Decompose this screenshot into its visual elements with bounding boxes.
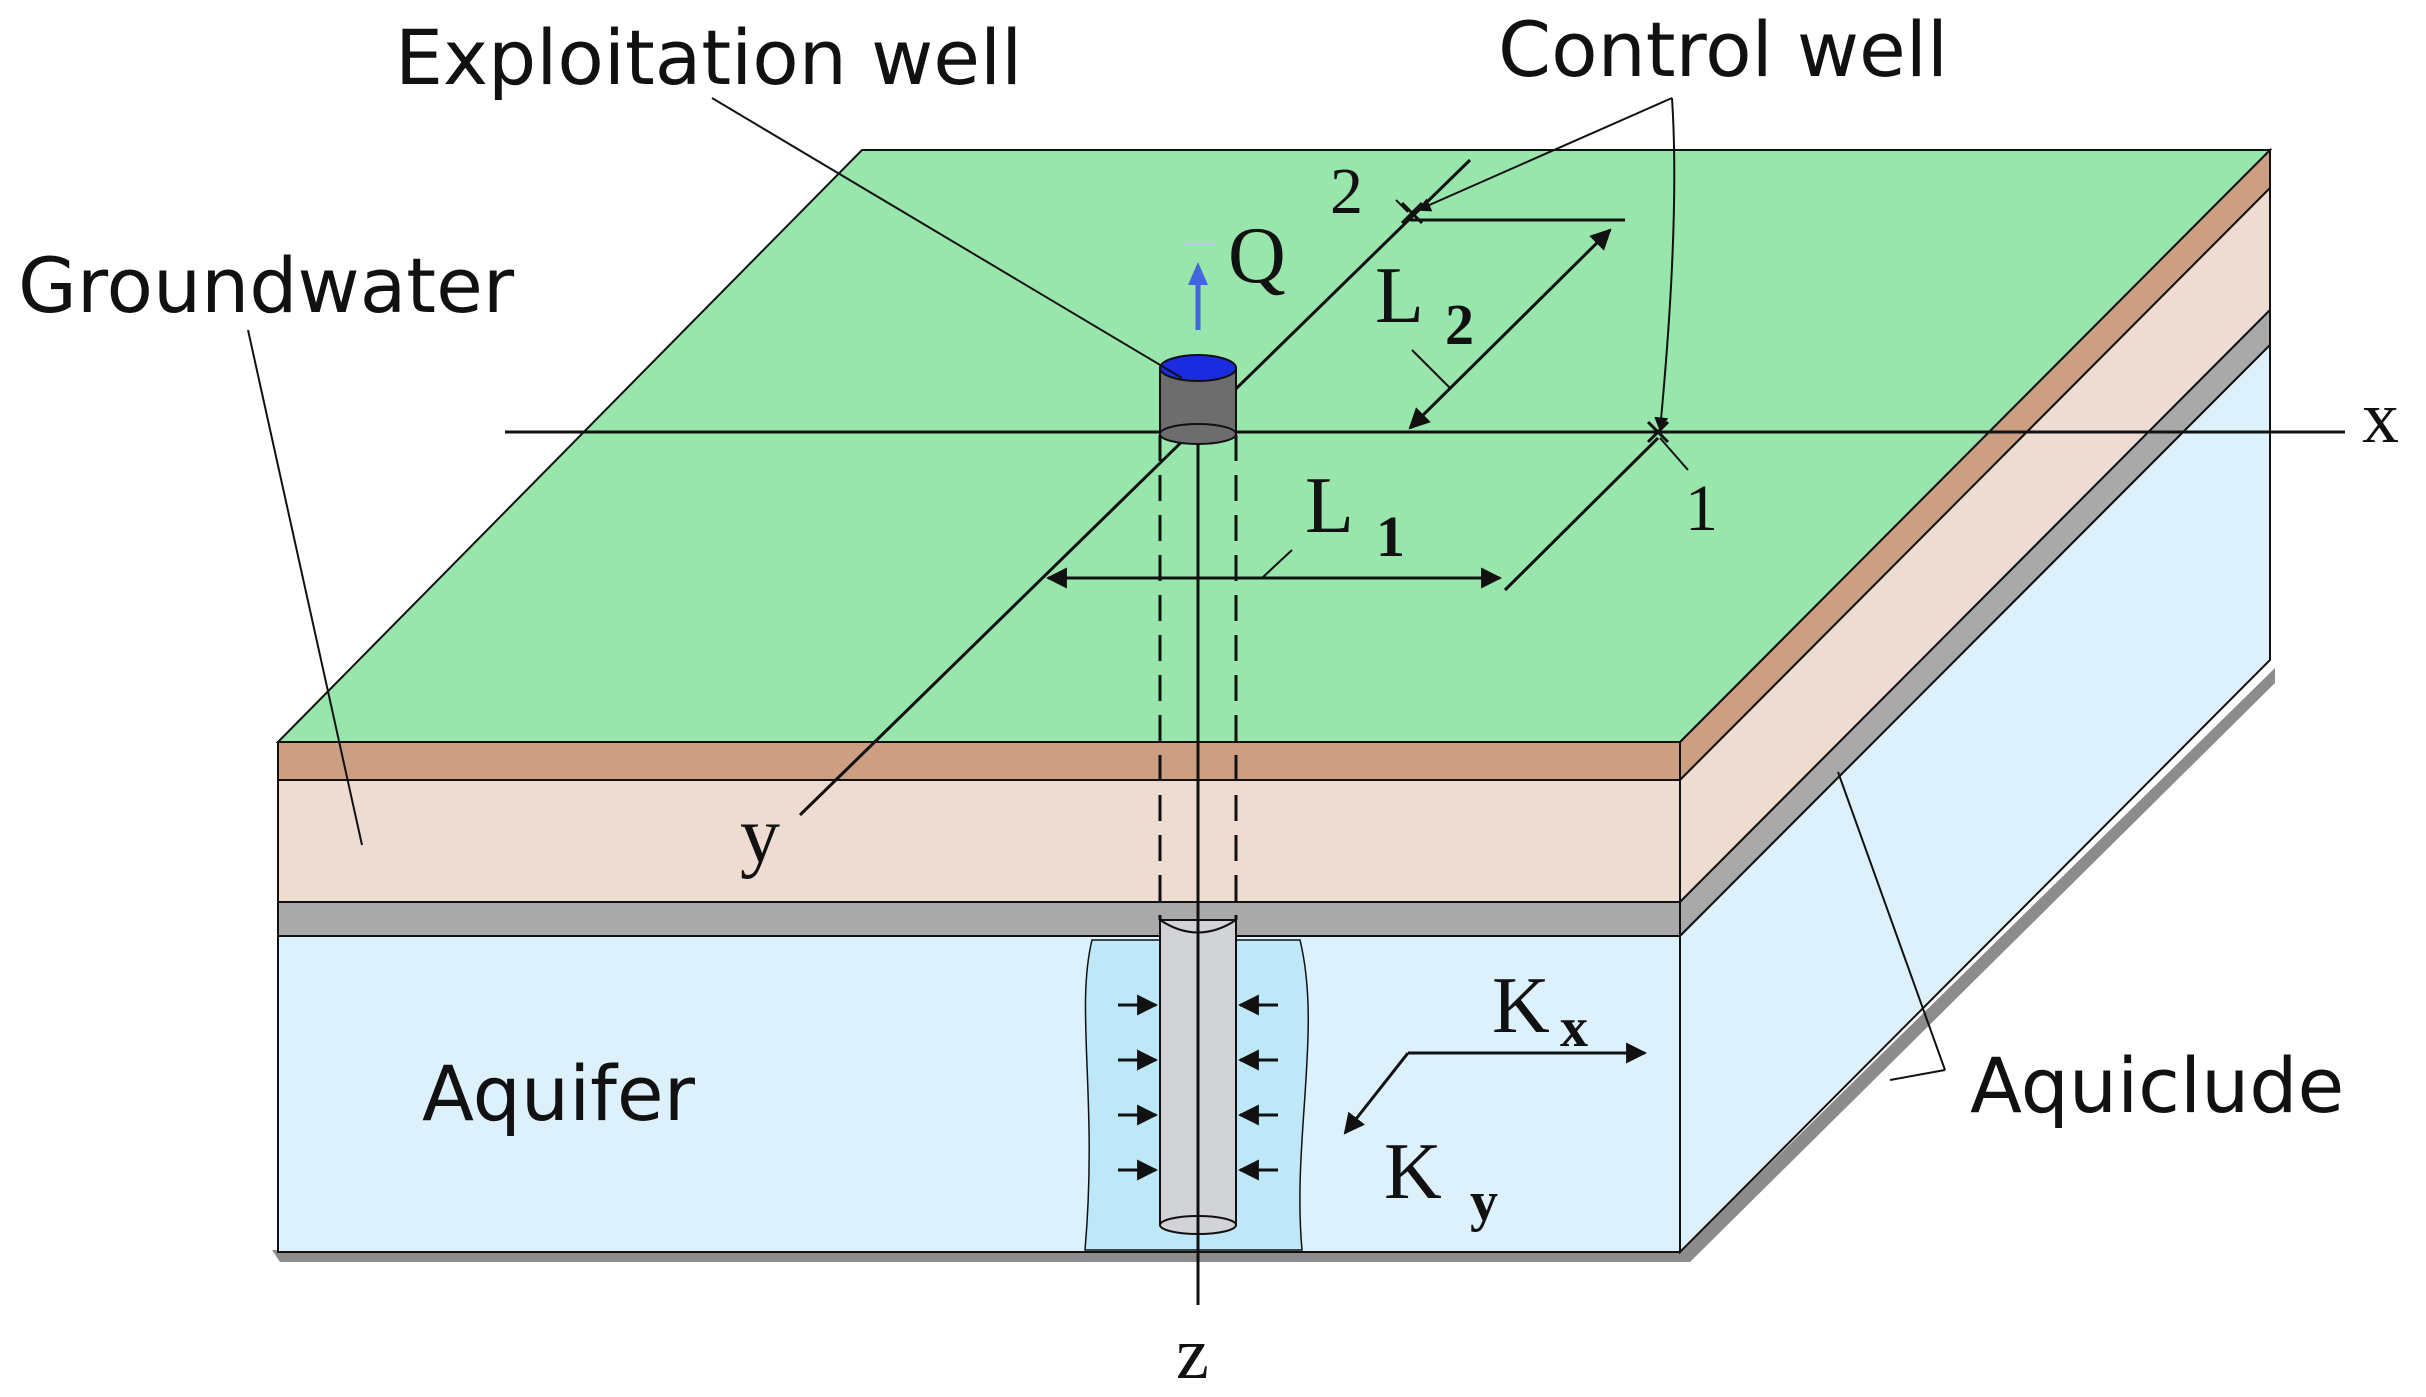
l1-label-sub: 1	[1376, 504, 1405, 569]
ky-arrow	[1343, 1052, 1410, 1135]
topsoil-front	[277, 741, 1681, 781]
q-label: Q	[1228, 212, 1286, 300]
l1-label-main: L	[1305, 462, 1354, 550]
control-point-2-leader	[1395, 199, 1409, 213]
control-well-leader-1	[1654, 97, 1676, 432]
aquifer-label: Aquifer	[422, 1049, 696, 1138]
ky-label-sub: y	[1470, 1171, 1498, 1233]
kx-label-sub: x	[1560, 997, 1588, 1059]
exploitation-well-leader	[711, 97, 1183, 379]
groundwater-label: Groundwater	[18, 241, 515, 330]
aquiclude-leader-lower	[1889, 1069, 1946, 1081]
l2-label-sub: 2	[1445, 292, 1474, 357]
exploitation-well-label: Exploitation well	[395, 13, 1022, 102]
ky-label: K y	[1384, 1128, 1498, 1233]
x-axis-label: x	[2362, 377, 2399, 459]
aquifer-front	[277, 935, 1681, 1253]
control-well-leader-2	[1416, 97, 1673, 212]
l2-label: L 2	[1375, 252, 1474, 357]
l1-leader	[1261, 549, 1293, 579]
kx-label-main: K	[1492, 962, 1550, 1050]
aquiclude-layer-front	[277, 901, 1681, 937]
inflow-arrows	[1118, 994, 1278, 1181]
groundwater-leader	[247, 329, 363, 846]
y-axis	[798, 158, 1472, 817]
kx-label: K x	[1492, 962, 1588, 1059]
aquifer-side	[1679, 342, 2271, 1255]
l1-label: L 1	[1305, 462, 1405, 569]
aquiclude-label: Aquiclude	[1970, 1041, 2344, 1130]
l1-extension	[1503, 436, 1660, 592]
l2-dimension-line	[1408, 228, 1612, 430]
ky-label-main: K	[1384, 1128, 1442, 1216]
control-well-label: Control well	[1498, 5, 1948, 94]
control-point-2-label: 2	[1330, 155, 1363, 228]
ground-surface	[275, 149, 2273, 743]
q-arrow-head	[1188, 262, 1208, 285]
control-point-1-label: 1	[1685, 472, 1718, 545]
aquiclude-leader-upper	[1837, 771, 1946, 1071]
l2-leader	[1411, 349, 1451, 389]
control-point-1-leader	[1659, 437, 1689, 471]
z-axis-label: z	[1176, 1313, 1209, 1395]
well-head-base	[1159, 423, 1237, 445]
well-cap	[1159, 354, 1237, 382]
l2-label-main: L	[1375, 252, 1424, 340]
y-axis-label: y	[740, 792, 780, 880]
groundwater-layer-front	[277, 779, 1681, 903]
